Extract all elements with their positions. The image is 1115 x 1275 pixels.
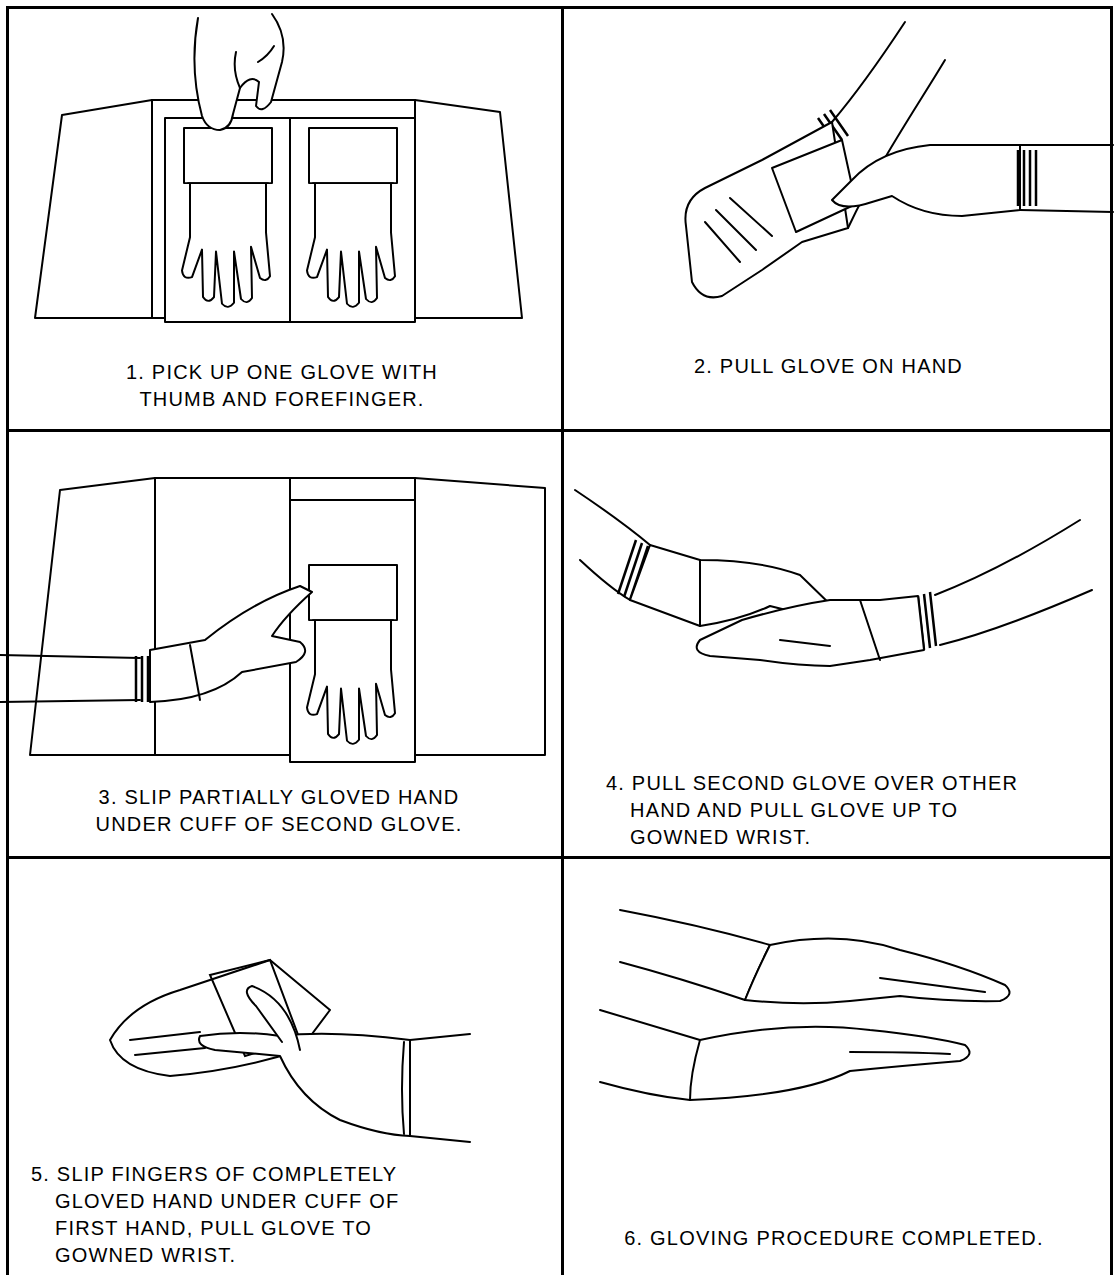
step-panel: 4. PULL SECOND GLOVE OVER OTHER HAND AND… <box>561 429 1113 859</box>
sterile-wrapper <box>30 478 545 762</box>
step-caption: 4. PULL SECOND GLOVE OVER OTHER HAND AND… <box>606 770 1046 851</box>
step-caption: 1. PICK UP ONE GLOVE WITH THUMB AND FORE… <box>97 359 467 413</box>
hands <box>600 910 1009 1100</box>
step-caption: 3. SLIP PARTIALLY GLOVED HAND UNDER CUFF… <box>64 784 494 838</box>
hands <box>685 22 1113 297</box>
glove <box>307 565 397 744</box>
step-panel: 2. PULL GLOVE ON HAND <box>561 6 1113 432</box>
step-caption: 6. GLOVING PROCEDURE COMPLETED. <box>574 1225 1094 1252</box>
hand <box>195 14 284 130</box>
step-panel: 1. PICK UP ONE GLOVE WITH THUMB AND FORE… <box>6 6 564 432</box>
hand <box>0 586 312 702</box>
hands <box>575 490 1092 666</box>
step-caption: 5. SLIP FINGERS OF COMPLETELY GLOVED HAN… <box>31 1161 441 1269</box>
step-panel: 3. SLIP PARTIALLY GLOVED HAND UNDER CUFF… <box>6 429 564 859</box>
step-panel: 6. GLOVING PROCEDURE COMPLETED. <box>561 856 1113 1275</box>
sterile-wrapper <box>35 100 522 322</box>
glove <box>182 128 272 307</box>
glove <box>307 128 397 307</box>
hands <box>110 960 470 1142</box>
step-caption: 2. PULL GLOVE ON HAND <box>694 353 1094 380</box>
step-panel: 5. SLIP FINGERS OF COMPLETELY GLOVED HAN… <box>6 856 564 1275</box>
